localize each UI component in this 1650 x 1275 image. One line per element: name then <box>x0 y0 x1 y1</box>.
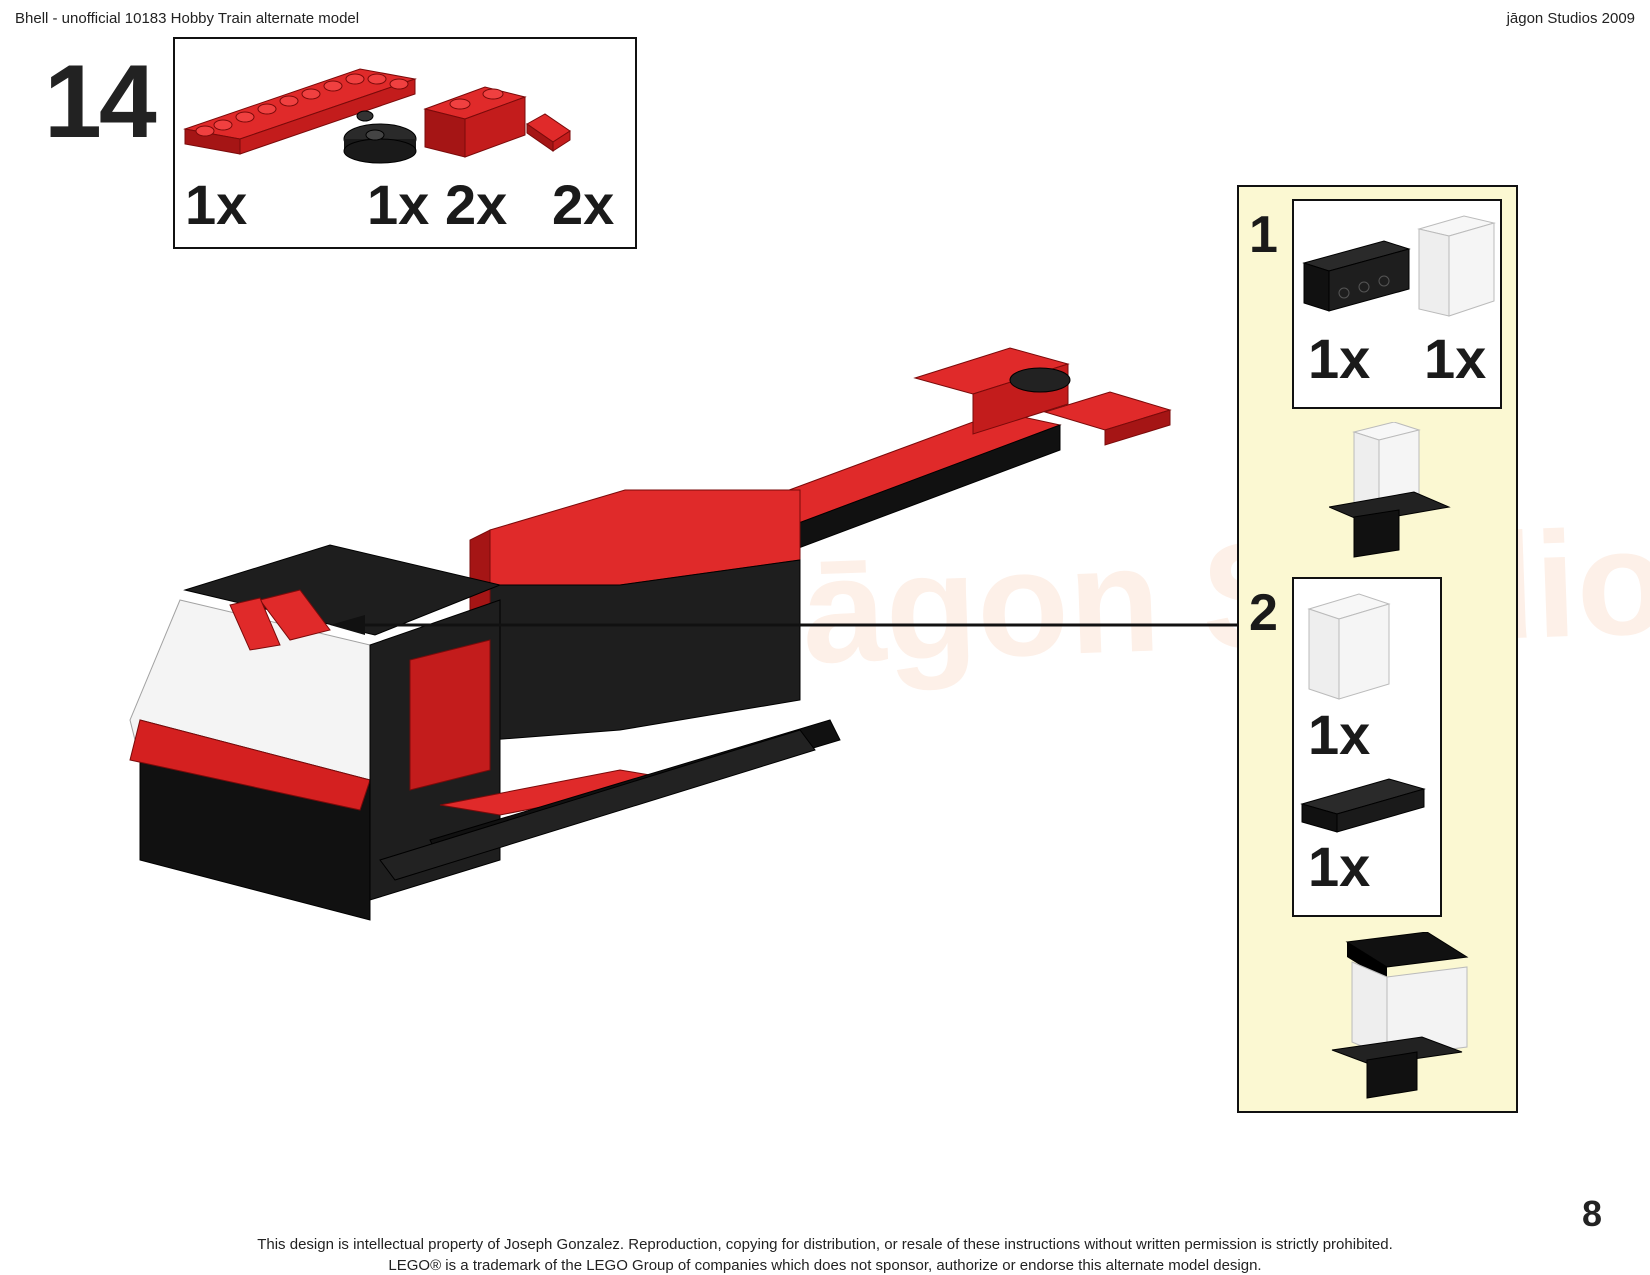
substep-1-parts-illustration <box>1302 215 1496 317</box>
document-title: Bhell - unofficial 10183 Hobby Train alt… <box>15 10 360 27</box>
substep-2-qty-panel: 1x <box>1308 703 1371 766</box>
part-qty-red-plate: 1x <box>185 173 248 236</box>
page-number: 8 <box>1581 1193 1602 1234</box>
black-bracket-part <box>1302 240 1411 312</box>
cabin <box>129 544 502 921</box>
footer-trademark-line: LEGO® is a trademark of the LEGO Group o… <box>388 1257 1262 1274</box>
step-number: 14 <box>44 44 157 160</box>
red-slope-tile <box>526 113 571 152</box>
studio-credit: jāgon Studios 2009 <box>1506 10 1635 27</box>
part-qty-red-slope: 2x <box>552 173 615 236</box>
substep-1-qty-panel: 1x <box>1424 327 1487 390</box>
parts-illustration <box>183 68 571 164</box>
substep-1-qty-bracket: 1x <box>1308 327 1371 390</box>
clear-panel-part <box>1417 215 1496 317</box>
parts-list-box: 1x 1x 2x 2x <box>173 37 637 249</box>
substep-2-result-illustration <box>1331 932 1469 1099</box>
black-round-plate <box>343 110 417 164</box>
subassembly-panel: 1 1x 1x 2 1x <box>1237 185 1518 1113</box>
substep-2-qty-tile: 1x <box>1308 835 1371 898</box>
substep-1-parts-box: 1x 1x <box>1292 199 1502 409</box>
substep-2-parts-box: 1x 1x <box>1292 577 1442 917</box>
part-qty-round-plate: 1x <box>367 173 430 236</box>
footer-copyright-line: This design is intellectual property of … <box>257 1236 1393 1253</box>
substep-2-panel-illustration <box>1307 593 1391 700</box>
red-brick-1x2 <box>423 86 527 158</box>
substep-number-2: 2 <box>1249 584 1278 642</box>
substep-number-1: 1 <box>1249 206 1278 264</box>
helicopter-model-illustration <box>129 347 1172 921</box>
callout-leader-line <box>330 615 1240 635</box>
part-qty-red-brick: 2x <box>445 173 508 236</box>
leader-arrowhead-icon <box>330 615 365 635</box>
tail-fins <box>913 347 1172 446</box>
landing-skids <box>379 719 841 881</box>
substep-2-tile-illustration <box>1300 778 1426 833</box>
substep-1-result-illustration <box>1329 422 1451 558</box>
red-plate-2x8 <box>183 68 417 155</box>
